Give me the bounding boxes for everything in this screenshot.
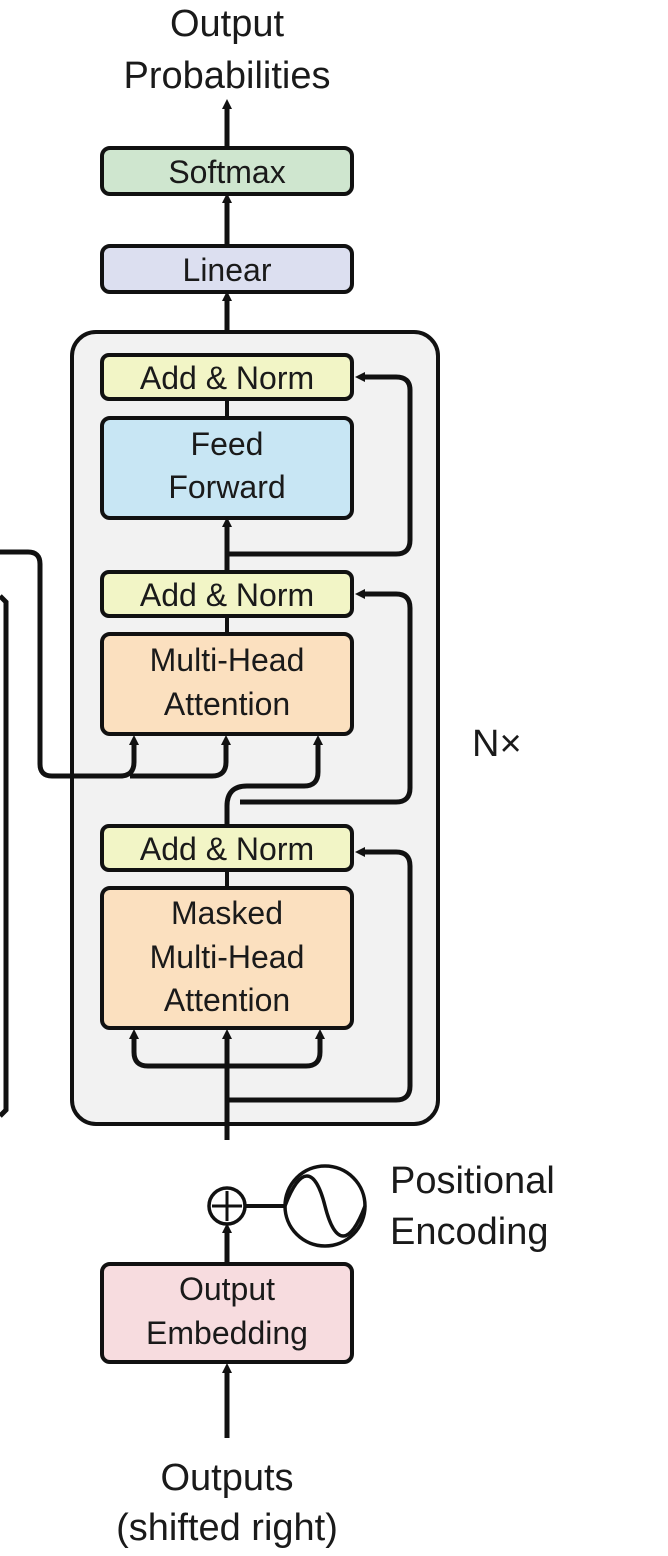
add-norm-label-2: Add & Norm [140,577,314,613]
query-line-to-mha [224,735,323,826]
add-norm-block-1 [100,353,354,401]
encoder-side-bracket [0,594,9,1118]
positional-encoding-label-line-2: Encoding [390,1211,548,1253]
output-probabilities-title-line-2: Probabilities [124,55,331,97]
masked-attention-label-line-1: Masked [171,895,283,931]
outputs-label-line-2: (shifted right) [116,1507,338,1549]
encoder-output-line-value [130,735,231,779]
output-embedding-block [100,1262,354,1364]
feed-forward-label-line-1: Feed [191,426,264,462]
multi-head-attention-label-line-2: Attention [164,686,290,722]
residual-connection-ff [227,372,413,557]
output-probabilities-title-line-1: Output [170,3,285,45]
add-norm-block-3 [100,824,354,872]
add-norm-label-3: Add & Norm [140,831,314,867]
linear-label: Linear [183,252,272,288]
add-norm-label-1: Add & Norm [140,360,314,396]
multi-head-attention-label-line-1: Multi-Head [150,642,305,678]
softmax-label: Softmax [168,154,285,190]
residual-connection-masked [227,847,413,1103]
outputs-label-line-1: Outputs [160,1457,293,1499]
output-embedding-label-line-2: Embedding [146,1315,308,1351]
masked-multi-head-attention-block [100,886,354,1030]
output-embedding-label-line-1: Output [179,1271,275,1307]
positional-encoding-label-line-1: Positional [390,1160,555,1202]
sine-wave-icon-curve [283,1174,367,1238]
feed-forward-label-line-2: Forward [168,469,285,505]
encoder-output-line [0,549,139,779]
residual-connection-mha [240,589,413,805]
masked-attention-label-line-3: Attention [164,982,290,1018]
multi-head-attention-block [100,632,354,736]
arrow-into-masked-left [129,1029,227,1069]
masked-attention-label-line-2: Multi-Head [150,939,305,975]
repeat-nx-label: N× [472,723,522,765]
arrow-into-masked-right [227,1029,325,1069]
add-norm-block-2 [100,570,354,618]
